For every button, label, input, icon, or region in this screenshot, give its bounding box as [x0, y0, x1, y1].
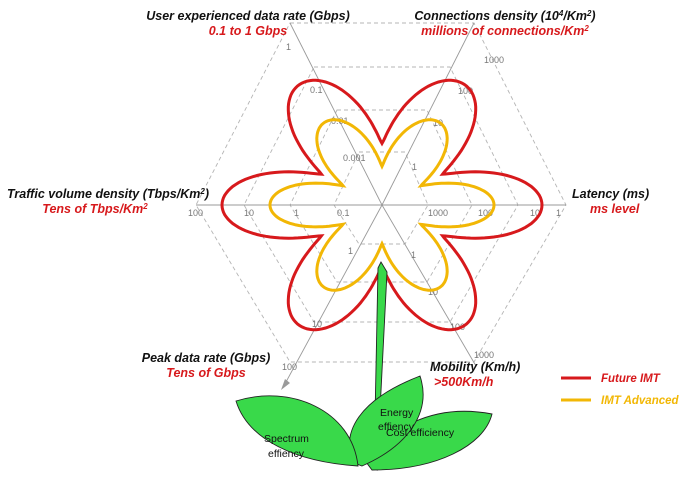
tick-peak-rate-1: 10 — [312, 319, 322, 329]
future-imt-curve — [220, 78, 544, 332]
tick-mobility-0: 1 — [411, 250, 416, 260]
legend-label-future: Future IMT — [601, 373, 661, 385]
radar-axes — [196, 22, 566, 390]
axis-mobility — [381, 204, 477, 367]
legend-label-advanced: IMT Advanced — [601, 395, 680, 407]
flower-stem-and-leaves — [235, 261, 493, 471]
subcaption-traffic-density: Tens of Tbps/Km2 — [42, 202, 148, 217]
tick-traffic-density-0: 0.1 — [337, 208, 350, 218]
leaf-label-energy-line2: effiency — [378, 421, 415, 433]
subcaption-mobility: >500Km/h — [434, 375, 494, 389]
leaf-spectrum — [235, 395, 359, 467]
tick-latency-3: 1 — [556, 208, 561, 218]
tick-traffic-density-3: 100 — [188, 208, 203, 218]
leaf-label-spectrum-line1: Spectrum — [264, 433, 309, 445]
imt-advanced-curve — [268, 118, 496, 292]
tick-user-rate-1: 0.1 — [310, 85, 323, 95]
caption-user-rate: User experienced data rate (Gbps) — [146, 9, 350, 23]
tick-latency-2: 10 — [530, 208, 540, 218]
grid-hexagon-2 — [243, 66, 519, 323]
axis-peak-rate — [285, 204, 383, 383]
tick-conn-density-1: 100 — [458, 86, 473, 96]
tick-peak-rate-0: 1 — [348, 246, 353, 256]
tick-conn-density-3: 1 — [412, 162, 417, 172]
leaf-energy — [348, 375, 424, 467]
tick-mobility-3: 1000 — [474, 350, 494, 360]
leaf-label-spectrum-line2: effiency — [268, 448, 305, 460]
legend: Future IMT IMT Advanced — [561, 373, 680, 407]
subcaption-latency: ms level — [590, 202, 640, 216]
tick-traffic-density-2: 10 — [244, 208, 254, 218]
caption-mobility: Mobility (Km/h) — [430, 360, 520, 374]
caption-traffic-density: Traffic volume density (Tbps/Km2) — [7, 187, 209, 202]
axis-conn-density — [381, 22, 475, 206]
tick-user-rate-3: 0.001 — [343, 153, 366, 163]
leaf-label-energy-line1: Energy — [380, 407, 414, 419]
tick-latency-0: 1000 — [428, 208, 448, 218]
subcaption-peak-rate: Tens of Gbps — [166, 366, 245, 380]
subcaption-user-rate: 0.1 to 1 Gbps — [209, 24, 288, 38]
subcaption-conn-density: millions of connections/Km2 — [421, 24, 589, 39]
leaf-label-cost: Cost efficiency — [386, 427, 455, 439]
axis-user-rate — [289, 22, 383, 206]
tick-mobility-1: 10 — [428, 287, 438, 297]
tick-peak-rate-2: 100 — [282, 362, 297, 372]
caption-conn-density: Connections density (104/Km2) — [414, 9, 595, 24]
tick-mobility-2: 100 — [450, 322, 465, 332]
axis-arrowhead — [281, 379, 290, 390]
tick-user-rate-0: 1 — [286, 42, 291, 52]
tick-traffic-density-1: 1 — [294, 208, 299, 218]
tick-conn-density-0: 1000 — [484, 55, 504, 65]
caption-peak-rate: Peak data rate (Gbps) — [142, 351, 271, 365]
tick-latency-1: 100 — [478, 208, 493, 218]
tick-labels: 1 0.1 0.01 0.001 1000 100 10 1 1000 100 … — [188, 42, 561, 372]
caption-latency: Latency (ms) — [572, 187, 649, 201]
